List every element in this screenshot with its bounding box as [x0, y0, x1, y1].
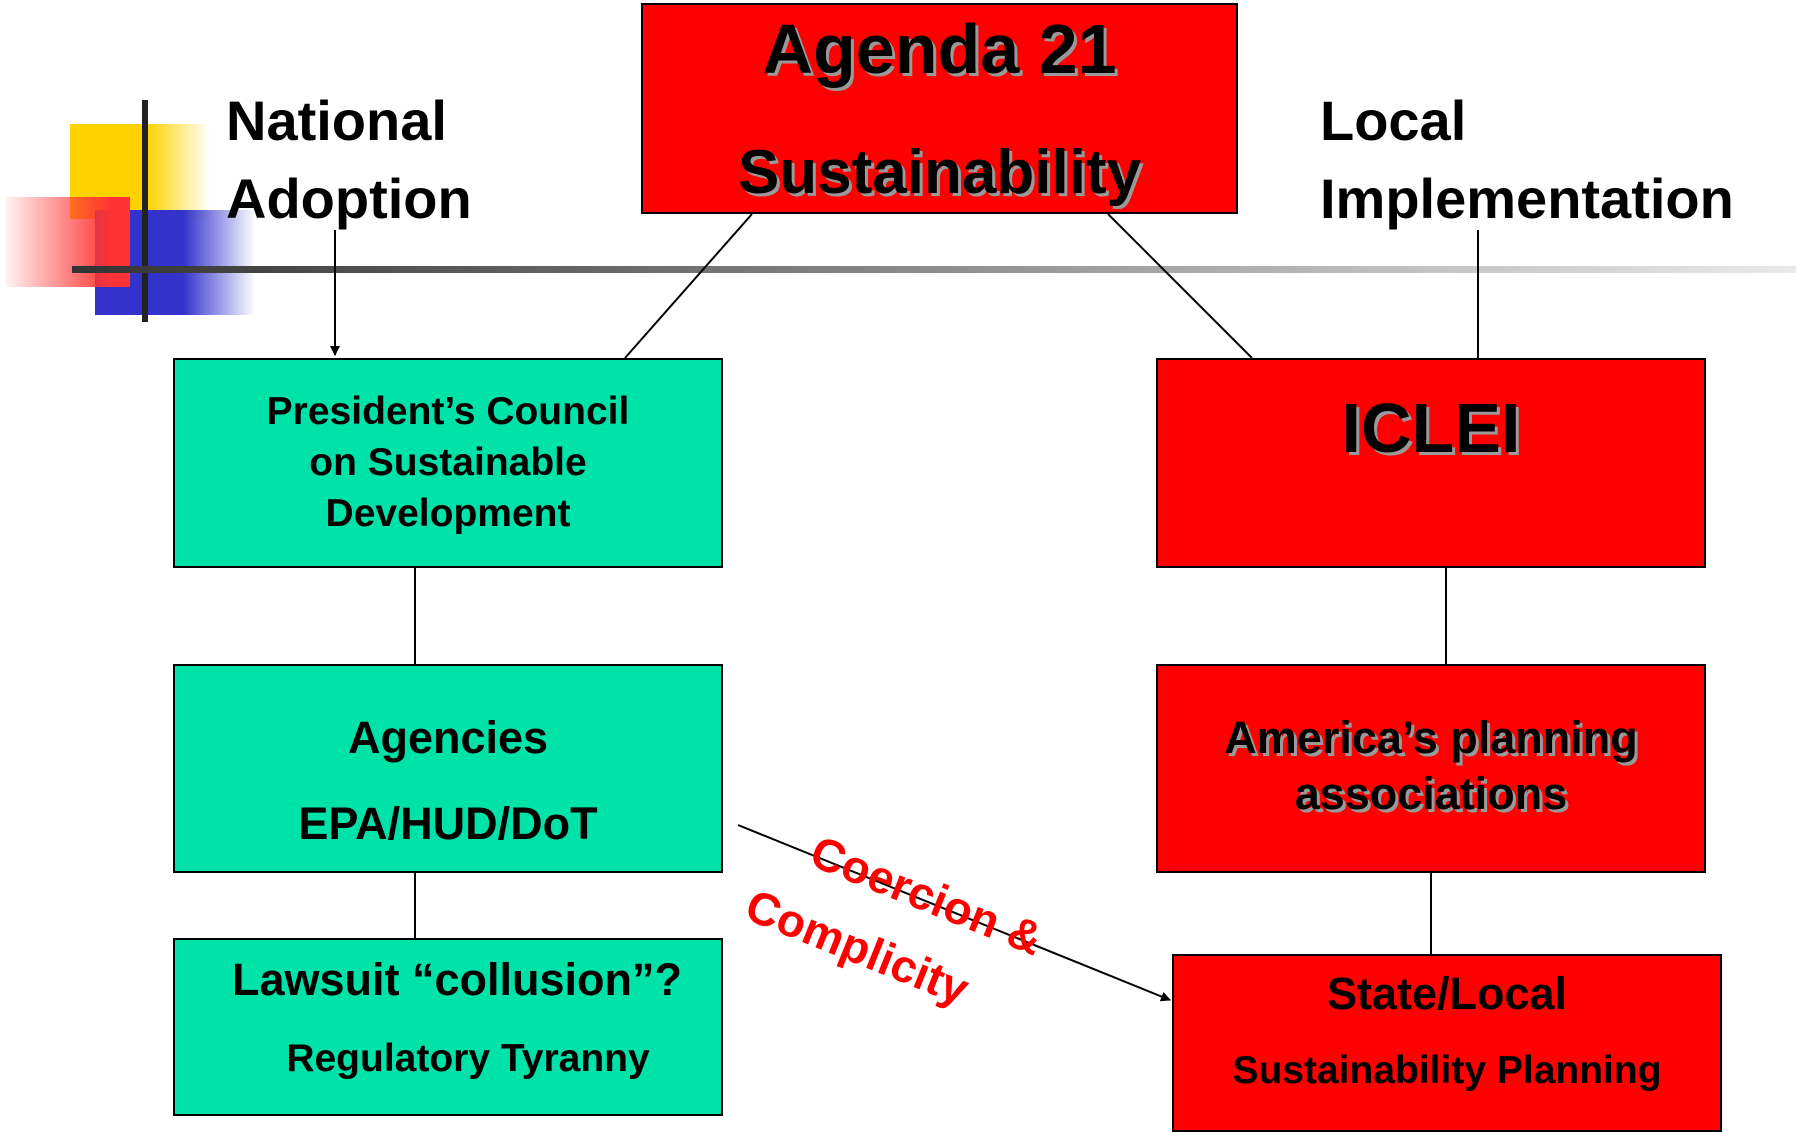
state-local-title: State/Local — [1326, 968, 1568, 1019]
slide-ornament — [0, 100, 260, 330]
agencies-title: Agencies — [347, 712, 549, 763]
heading-national-adoption: National Adoption — [226, 82, 472, 238]
state-local-box: State/Local Sustainability Planning — [1172, 954, 1722, 1132]
council-box: President’s Council on Sustainable Devel… — [173, 358, 723, 568]
state-local-subtitle: Sustainability Planning — [1232, 1049, 1662, 1092]
planning-line1: America’s planning — [1224, 712, 1638, 763]
council-line1: President’s Council — [266, 390, 630, 433]
heading-national-line1: National — [226, 89, 447, 152]
agencies-box: Agencies EPA/HUD/DoT — [173, 664, 723, 873]
planning-line2: associations — [1294, 768, 1568, 819]
connector-agenda-to-iclei — [1107, 213, 1253, 359]
planning-associations-box: America’s planning associations — [1156, 664, 1706, 873]
agenda21-subtitle: Sustainability — [737, 138, 1142, 207]
connector-agenda-to-council — [624, 213, 753, 359]
lawsuit-title: Lawsuit “collusion”? — [232, 954, 683, 1005]
lawsuit-subtitle: Regulatory Tyranny — [286, 1037, 650, 1080]
ornament-vertical-bar — [142, 100, 148, 322]
agenda21-box: Agenda 21 Sustainability — [641, 3, 1238, 214]
arrow-coercion — [737, 824, 1171, 1002]
heading-national-line2: Adoption — [226, 167, 472, 230]
slide-header-rule — [72, 266, 1796, 273]
agenda21-title: Agenda 21 — [762, 10, 1117, 88]
iclei-title: ICLEI — [1341, 389, 1521, 467]
iclei-box: ICLEI — [1156, 358, 1706, 568]
council-line2: on Sustainable — [309, 441, 587, 484]
agencies-subtitle: EPA/HUD/DoT — [298, 798, 598, 849]
council-line3: Development — [325, 492, 571, 535]
heading-local-line1: Local — [1320, 89, 1467, 152]
heading-local-implementation: Local Implementation — [1320, 82, 1734, 238]
lawsuit-box: Lawsuit “collusion”? Regulatory Tyranny — [173, 938, 723, 1116]
heading-local-line2: Implementation — [1320, 167, 1734, 230]
